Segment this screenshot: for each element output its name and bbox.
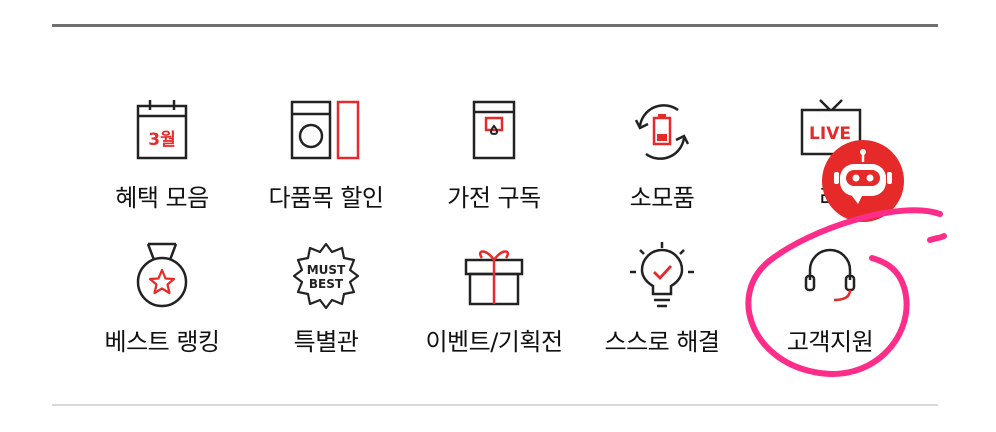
consumables-battery-icon — [626, 96, 698, 168]
menu-item-label: 스스로 해결 — [604, 328, 720, 356]
gift-icon — [458, 240, 530, 312]
headset-icon — [794, 240, 866, 312]
menu-item-customer-support[interactable]: 고객지원 — [750, 240, 910, 370]
best-badge-text: BEST — [309, 277, 344, 291]
must-best-badge-icon: MUST BEST — [290, 240, 362, 312]
chatbot-robot-icon — [834, 149, 892, 204]
appliances-icon — [290, 96, 362, 168]
menu-item-label: 특별관 — [293, 328, 359, 356]
menu-item-events[interactable]: 이벤트/기획전 — [414, 240, 574, 370]
menu-item-special[interactable]: MUST BEST 특별관 — [246, 240, 406, 370]
live-badge: LIVE — [809, 124, 851, 144]
menu-item-self-help[interactable]: 스스로 해결 — [582, 240, 742, 370]
medal-icon — [126, 240, 198, 312]
menu-item-label: 혜택 모음 — [115, 184, 209, 212]
chatbot-button[interactable] — [822, 140, 904, 222]
calendar-icon: 3월 — [126, 96, 198, 168]
menu-item-subscription[interactable]: 가전 구독 — [414, 96, 574, 226]
menu-item-consumables[interactable]: 소모품 — [582, 96, 742, 226]
calendar-month-badge: 3월 — [148, 130, 175, 150]
menu-item-label: 다품목 할인 — [268, 184, 384, 212]
top-divider — [52, 24, 938, 27]
subscription-box-icon — [458, 96, 530, 168]
menu-item-benefits[interactable]: 3월 혜택 모음 — [82, 96, 242, 226]
menu-item-best-ranking[interactable]: 베스트 랭킹 — [82, 240, 242, 370]
menu-item-label: 이벤트/기획전 — [425, 328, 563, 356]
menu-item-label: 가전 구독 — [447, 184, 541, 212]
must-badge-text: MUST — [307, 263, 346, 277]
bottom-divider — [52, 404, 938, 406]
lightbulb-check-icon — [626, 240, 698, 312]
menu-item-label: 베스트 랭킹 — [104, 328, 220, 356]
menu-item-label: 고객지원 — [786, 328, 874, 356]
menu-item-label: 소모품 — [629, 184, 695, 212]
menu-item-multi-discount[interactable]: 다품목 할인 — [246, 96, 406, 226]
